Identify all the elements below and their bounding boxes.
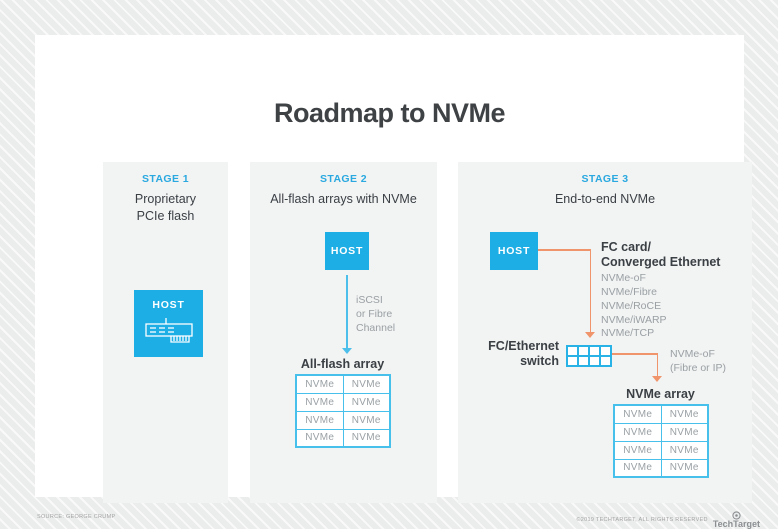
stage3-host-box: HOST — [490, 232, 538, 270]
stage3-array-title: NVMe array — [626, 387, 695, 401]
protocol-item: NVMe/TCP — [601, 327, 655, 340]
stage1-host-box: HOST — [134, 290, 203, 357]
nvme-cell: NVMe — [613, 458, 662, 478]
nvme-cell: NVMe — [342, 428, 391, 448]
stage3-fabric-label: NVMe-oF (Fibre or IP) — [670, 348, 726, 376]
stage1-host-label: HOST — [152, 299, 185, 311]
stage3-caption: End-to-end NVMe — [554, 192, 656, 206]
nvme-cell: NVMe — [613, 440, 662, 460]
stage3-fabric-line2: (Fibre or IP) — [670, 361, 727, 374]
stage3-switch-label: FC/Ethernet switch — [459, 339, 559, 369]
protocol-item: NVMe-oF — [601, 272, 646, 284]
nvme-cell: NVMe — [613, 404, 662, 424]
table-row: NVMe NVMe — [295, 410, 391, 430]
stage3-nvme-array-table: NVMe NVMe NVMe NVMe NVMe NVMe NVMe NVMe — [613, 404, 709, 478]
nvme-cell: NVMe — [660, 458, 709, 478]
nvme-cell: NVMe — [295, 374, 344, 394]
stage3-switch-to-array-line-vertical — [656, 353, 658, 378]
stage2-connection-line3: Channel — [356, 321, 396, 334]
stage2-connector-line — [346, 275, 348, 349]
target-icon — [732, 511, 741, 520]
stage2-host-label: HOST — [330, 245, 364, 257]
copyright-text: ©2019 TECHTARGET, ALL RIGHTS RESERVED — [576, 517, 708, 523]
nvme-cell: NVMe — [342, 392, 391, 412]
table-row: NVMe NVMe — [295, 428, 391, 448]
stage3-switch-label-line2: switch — [520, 354, 559, 368]
table-row: NVMe NVMe — [613, 404, 709, 424]
stage2-connection-line1: iSCSI — [356, 294, 383, 306]
footer-right: ©2019 TECHTARGET, ALL RIGHTS RESERVED Te… — [576, 511, 760, 529]
stage2-arrow-down-icon — [342, 348, 352, 354]
nvme-cell: NVMe — [660, 404, 709, 424]
source-credit: SOURCE: GEORGE CRUMP — [37, 514, 116, 520]
stage3-label: STAGE 3 — [581, 173, 629, 185]
stage2-connection-line2: or Fibre — [356, 307, 393, 320]
brand-text: TechTarget — [712, 519, 760, 529]
stage3-arrow-to-array-icon — [652, 376, 662, 382]
stage3-arrow-to-switch-icon — [585, 332, 595, 338]
table-row: NVMe NVMe — [295, 374, 391, 394]
stage2-array-title: All-flash array — [300, 357, 385, 371]
stage3-adapter-title: FC card/ Converged Ethernet — [601, 240, 720, 270]
stage2-label: STAGE 2 — [320, 173, 367, 185]
stage1-label: STAGE 1 — [142, 173, 189, 185]
stage3-adapter-title-line1: FC card/ — [601, 240, 652, 254]
techtarget-logo: TechTarget — [713, 511, 760, 529]
stage3-adapter-title-line2: Converged Ethernet — [601, 255, 721, 269]
stage2-nvme-array-table: NVMe NVMe NVMe NVMe NVMe NVMe NVMe NVMe — [295, 374, 391, 448]
nvme-cell: NVMe — [342, 410, 391, 430]
nvme-cell: NVMe — [660, 440, 709, 460]
nvme-cell: NVMe — [295, 410, 344, 430]
protocol-item: NVMe/RoCE — [601, 299, 662, 312]
table-row: NVMe NVMe — [613, 440, 709, 460]
nvme-cell: NVMe — [295, 428, 344, 448]
stage3-host-to-switch-line-vertical — [589, 249, 591, 333]
page-title: Roadmap to NVMe — [273, 98, 506, 128]
nvme-cell: NVMe — [613, 422, 662, 442]
stage2-connection-label: iSCSI or Fibre Channel — [356, 294, 395, 336]
infographic-card: Roadmap to NVMe STAGE 1 Proprietary PCIe… — [35, 35, 752, 503]
stage2-caption: All-flash arrays with NVMe — [270, 192, 417, 206]
stage2-host-box: HOST — [325, 232, 369, 270]
protocol-item: NVMe/iWARP — [601, 313, 667, 326]
table-row: NVMe NVMe — [295, 392, 391, 412]
ethernet-switch-icon — [566, 345, 612, 367]
nvme-cell: NVMe — [660, 422, 709, 442]
stage3-host-label: HOST — [497, 245, 531, 257]
table-row: NVMe NVMe — [613, 458, 709, 478]
stage3-switch-label-line1: FC/Ethernet — [488, 339, 559, 353]
nvme-cell: NVMe — [342, 374, 391, 394]
stage3-host-to-switch-line-horizontal — [538, 249, 591, 251]
stage1-caption: Proprietary PCIe flash — [134, 192, 197, 223]
stage3-protocol-list: NVMe-oF NVMe/Fibre NVMe/RoCE NVMe/iWARP … — [601, 272, 667, 341]
nvme-cell: NVMe — [295, 392, 344, 412]
stage2-column: STAGE 2 All-flash arrays with NVMe — [250, 162, 437, 503]
stage3-fabric-line1: NVMe-oF — [670, 348, 715, 360]
protocol-item: NVMe/Fibre — [601, 285, 658, 298]
pcie-flash-card-icon — [144, 318, 193, 343]
stage3-switch-to-array-line-horizontal — [612, 353, 658, 355]
table-row: NVMe NVMe — [613, 422, 709, 442]
